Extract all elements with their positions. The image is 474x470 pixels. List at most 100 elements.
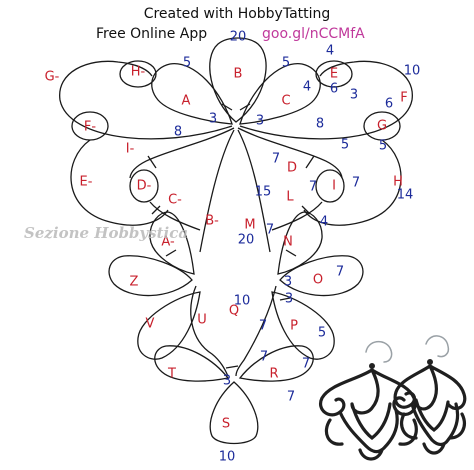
stitch-counts: 20 5 5 4 10 4 6 3 6 8 3 3 8 5 7 5 7 7 15… [174, 30, 420, 465]
ring-n [277, 211, 323, 275]
count: 6 [330, 82, 338, 97]
count: 7 [336, 265, 344, 280]
count: 10 [404, 64, 421, 79]
label-o: O [313, 273, 323, 288]
ring-c [239, 63, 321, 125]
ring-t [154, 345, 230, 382]
label-e-minus: E- [80, 175, 93, 190]
label-a: A [182, 94, 191, 109]
chain-u [190, 285, 229, 377]
count: 20 [230, 30, 247, 45]
count: 6 [385, 97, 393, 112]
earring-left [319, 340, 418, 461]
label-b-minus: B- [205, 214, 219, 229]
label-t: T [167, 367, 176, 382]
count: 7 [272, 152, 280, 167]
count: 8 [316, 117, 324, 132]
chain-c-minus [149, 201, 201, 231]
label-i-minus: I- [126, 142, 135, 157]
label-r: R [269, 367, 278, 382]
ring-b [209, 37, 267, 123]
label-l: L [286, 190, 294, 205]
chain-i-minus [129, 127, 235, 179]
header-line-1: Created with HobbyTatting [0, 6, 474, 22]
header-line-2: Free Online App [96, 26, 207, 42]
ring-h-minus [119, 60, 157, 88]
chain-b-minus [199, 129, 235, 253]
ring-d-minus [129, 169, 159, 203]
watermark: Sezione Hobbystica [24, 224, 188, 242]
diagram-lines [59, 37, 413, 445]
ring-s [209, 381, 259, 445]
label-z: Z [130, 275, 139, 290]
label-g-minus: G- [45, 70, 60, 85]
app-link[interactable]: goo.gl/nCCMfA [262, 26, 365, 42]
count: 3 [209, 112, 217, 127]
label-d-minus: D- [137, 179, 152, 194]
ring-v [137, 291, 201, 360]
count: 3 [256, 114, 264, 129]
ring-z [108, 255, 193, 297]
label-h: H [393, 175, 403, 190]
count: 5 [282, 56, 290, 71]
label-e: E [330, 67, 338, 82]
count: 7 [287, 390, 295, 405]
ring-e [315, 60, 353, 88]
label-i: I [332, 179, 336, 194]
count: 7 [309, 180, 317, 195]
ring-a-minus [149, 211, 195, 275]
earring-photo [319, 335, 467, 461]
count: 4 [326, 44, 334, 59]
count: 14 [397, 188, 414, 203]
count: 7 [260, 350, 268, 365]
label-f: F [400, 91, 407, 106]
label-p: P [290, 319, 298, 334]
count: 7 [302, 357, 310, 372]
label-d: D [287, 161, 297, 176]
earring-right [393, 335, 467, 455]
ring-o [279, 255, 364, 297]
ring-r [238, 345, 314, 382]
label-c: C [281, 94, 290, 109]
label-m: M [244, 218, 255, 233]
count: 7 [352, 176, 360, 191]
picot-ticks [147, 103, 315, 369]
count: 10 [234, 294, 251, 309]
count: 5 [318, 326, 326, 341]
label-u: U [197, 313, 207, 328]
count: 4 [320, 215, 328, 230]
label-c-minus: C- [168, 193, 182, 208]
header-subtitle: Free Online App [96, 26, 208, 42]
ring-i [315, 169, 345, 203]
label-s: S [222, 417, 230, 432]
count: 5 [183, 56, 191, 71]
count: 3 [284, 275, 292, 290]
label-q: Q [229, 304, 239, 319]
count: 8 [174, 125, 182, 140]
header-title: Created with HobbyTatting [143, 6, 331, 22]
count: 3 [285, 292, 293, 307]
count: 15 [255, 185, 272, 200]
ring-p [271, 291, 335, 360]
count: 7 [259, 319, 267, 334]
chain-d [237, 127, 343, 179]
chain-f [239, 60, 413, 140]
ring-a [151, 63, 233, 125]
header-link-wrap[interactable]: goo.gl/nCCMfA [262, 26, 365, 42]
count: 3 [223, 374, 231, 389]
label-f-minus: F- [84, 120, 96, 135]
label-g: G [377, 119, 387, 134]
chain-m [237, 129, 271, 253]
count: 5 [379, 139, 387, 154]
count: 5 [341, 138, 349, 153]
count: 3 [350, 88, 358, 103]
count: 20 [238, 233, 255, 248]
label-v: V [146, 317, 155, 332]
label-a-minus: A- [161, 235, 175, 250]
chain-g-minus [59, 60, 233, 140]
label-b: B [234, 67, 243, 82]
label-h-minus: H- [131, 65, 146, 80]
count: 10 [219, 450, 236, 465]
count: 4 [303, 80, 311, 95]
chain-l [271, 201, 323, 231]
